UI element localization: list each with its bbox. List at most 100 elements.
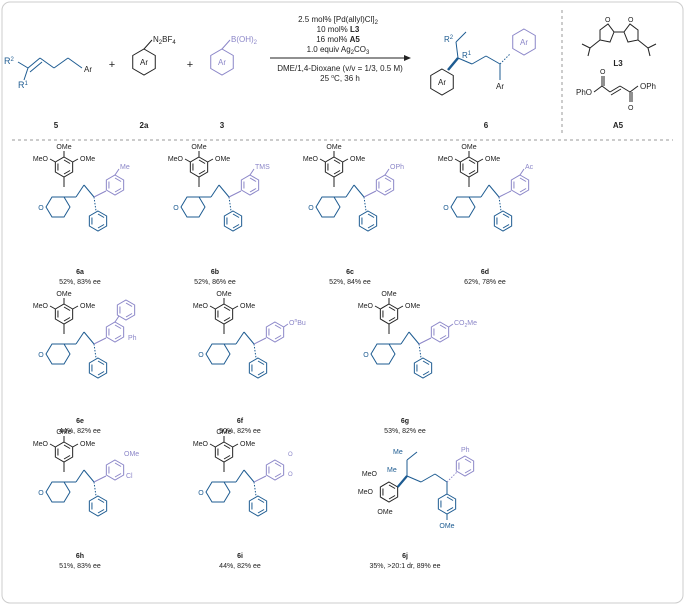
reaction-conditions: 2.5 mol% [Pd(allyl)Cl]2 10 mol% L3 16 mo… (270, 15, 411, 83)
meo-label: MeO (33, 441, 49, 448)
substituent-label: O (288, 452, 293, 458)
reactant-3: Ar B(OH)2 3 (210, 35, 258, 130)
reactant-2a-bf-sub: 4 (172, 40, 176, 46)
compound-yield: 52%, 86% ee (194, 279, 236, 286)
compound-label: 6b (211, 269, 219, 276)
thp-oxygen-label: O (443, 205, 449, 212)
substituent-label: TMS (255, 164, 270, 171)
svg-text:O: O (605, 17, 611, 24)
additive-a5: PhO O O OPh A5 (576, 69, 656, 130)
compound-yield: 50%, 82% ee (219, 428, 261, 435)
svg-text:R2: R2 (4, 56, 15, 66)
compound-label: 6d (481, 269, 489, 276)
ome-label: OMe (381, 291, 396, 298)
compound-yield: 35%, >20:1 dr, 89% ee (369, 563, 440, 570)
meo-label: MeO (438, 156, 454, 163)
substituent-label: OnBu (289, 318, 306, 327)
svg-text:R1: R1 (18, 80, 29, 90)
svg-text:Ar: Ar (496, 82, 504, 91)
ome-label: OMe (191, 144, 206, 151)
ome-label: OMe (350, 156, 365, 163)
meo-label: MeO (193, 303, 209, 310)
condition-4: 1.0 equiv Ag2CO3 (307, 45, 370, 56)
thp-oxygen-label: O (363, 352, 369, 359)
ome-label: OMe (405, 303, 420, 310)
plus-sign-1: + (109, 59, 115, 71)
substituent-label: Me (120, 164, 130, 171)
compound-yield: 53%, 82% ee (384, 428, 426, 435)
svg-text:N2BF4: N2BF4 (153, 35, 176, 46)
reactant-2a-n-sub: 2 (159, 40, 163, 46)
svg-text:Ar: Ar (438, 78, 446, 87)
reactant-3-ring: Ar (218, 58, 226, 67)
thp-oxygen-label: O (38, 205, 44, 212)
svg-text:R1: R1 (462, 51, 472, 60)
meo-label: MeO (362, 471, 378, 478)
ligand-l3-label: L3 (613, 59, 623, 68)
ome-label: OMe (216, 429, 231, 436)
substituent-label: Ph (461, 447, 470, 454)
compound-yield: 62%, 78% ee (464, 279, 506, 286)
ligand-l3: O O L3 (581, 17, 657, 68)
compound-label: 6g (401, 418, 409, 425)
reactant-2a-bf: BF (162, 35, 172, 44)
compound-yield: 52%, 84% ee (329, 279, 371, 286)
svg-text:B(OH)2: B(OH)2 (231, 35, 258, 46)
meo-label: MeO (193, 441, 209, 448)
ome-label: OMe (216, 291, 231, 298)
svg-text:O: O (628, 17, 634, 24)
ome-label: OMe (240, 303, 255, 310)
substituent-label: Cl (126, 473, 133, 480)
thp-oxygen-label: O (38, 490, 44, 497)
ome-label: OMe (56, 429, 71, 436)
substituent-label: CO2Me (454, 320, 477, 329)
reactant-3-boh-sub: 2 (254, 40, 258, 46)
reactant-5-label: 5 (54, 121, 59, 130)
condition-3: 16 mol% A5 (316, 35, 360, 44)
compound-yield: 52%, 83% ee (59, 279, 101, 286)
reactant-5-r2-sup: 2 (11, 57, 15, 63)
thp-oxygen-label: O (198, 490, 204, 497)
ome-label: OMe (215, 156, 230, 163)
substituent-label: OMe (124, 451, 139, 458)
reactant-5-r2: R (4, 56, 11, 66)
reactant-2a-ring: Ar (140, 58, 148, 67)
thp-oxygen-label: O (173, 205, 179, 212)
compound-label: 6a (76, 269, 84, 276)
reactant-5-r1-sup: 1 (25, 81, 29, 87)
compound-label: 6f (237, 418, 244, 425)
ome-label: OMe (377, 509, 392, 516)
ome-label: OMe (461, 144, 476, 151)
ome-label: OMe (56, 144, 71, 151)
meo-label: MeO (168, 156, 184, 163)
product-6: Ar R2 R1 Ar Ar 6 (430, 28, 536, 130)
svg-text:O: O (628, 105, 634, 112)
meo-label: MeO (33, 303, 49, 310)
product-6-label: 6 (484, 121, 489, 130)
reactant-5-r1: R (18, 80, 25, 90)
svg-text:OPh: OPh (640, 82, 656, 91)
svg-text:PhO: PhO (576, 88, 592, 97)
meo-label: MeO (303, 156, 319, 163)
thp-oxygen-label: O (198, 352, 204, 359)
reactant-5-ar: Ar (84, 65, 92, 74)
condition-2: 10 mol% L3 (317, 25, 360, 34)
substituent-label: Ph (128, 335, 137, 342)
substituent-label: OPh (390, 164, 404, 171)
ome-label: OMe (80, 156, 95, 163)
compound-label: 6e (76, 418, 84, 425)
methyl-label: Me (393, 449, 403, 456)
ome-label: OMe (326, 144, 341, 151)
svg-text:O: O (600, 69, 606, 76)
reactant-2a: Ar N2BF4 2a (132, 35, 176, 130)
